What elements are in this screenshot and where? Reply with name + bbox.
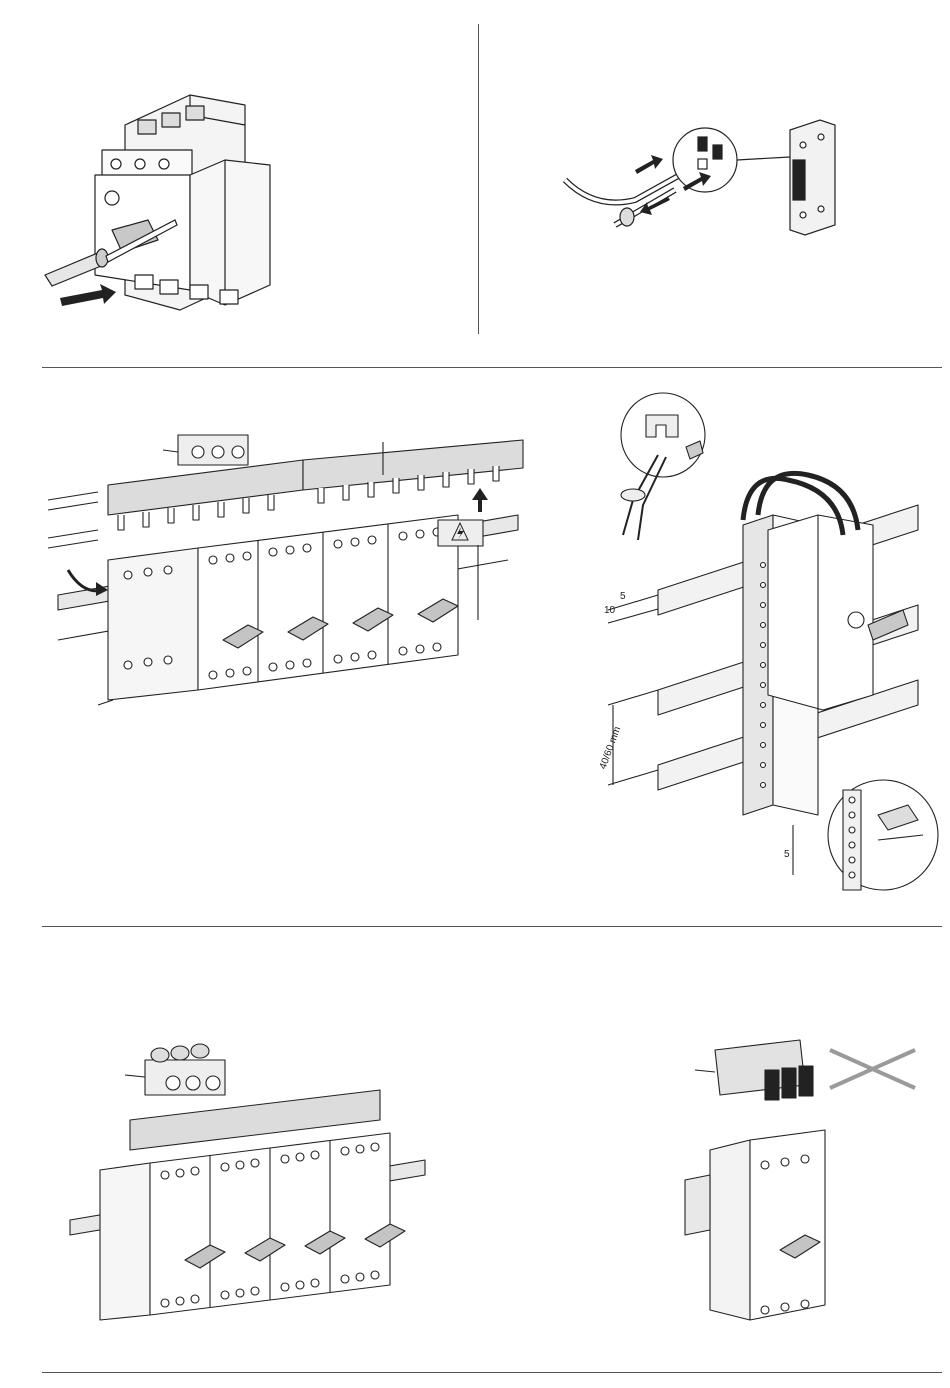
busbar-row-illustration — [38, 420, 538, 710]
cable-terminal-illustration — [555, 115, 875, 250]
dim-5-top: 5 — [620, 591, 626, 602]
panel-incorrect-feeder — [680, 1030, 925, 1330]
horizontal-divider-3 — [42, 1372, 942, 1373]
cross-out-icon — [830, 1050, 915, 1088]
panel-busbar-row — [38, 420, 538, 710]
panel-starter-screwdriver — [40, 80, 300, 320]
dim-rail-spacing: 40/60 mm — [598, 725, 624, 771]
panel-assembled-row — [55, 1035, 435, 1325]
vertical-mount-illustration: 5 10 40/60 mm 5 — [578, 385, 940, 905]
starter-screwdriver-illustration — [40, 80, 300, 320]
horizontal-divider-2 — [42, 926, 942, 927]
assembled-row-illustration — [55, 1035, 435, 1325]
horizontal-divider-1 — [42, 367, 942, 368]
dim-5-bottom: 5 — [784, 849, 790, 860]
dim-10: 10 — [604, 605, 616, 616]
panel-vertical-mount: 5 10 40/60 mm 5 — [578, 385, 940, 905]
push-arrow-icon — [60, 284, 116, 306]
incorrect-feeder-illustration — [680, 1030, 925, 1330]
vertical-divider-top — [478, 24, 479, 334]
panel-cable-terminal — [555, 115, 875, 250]
